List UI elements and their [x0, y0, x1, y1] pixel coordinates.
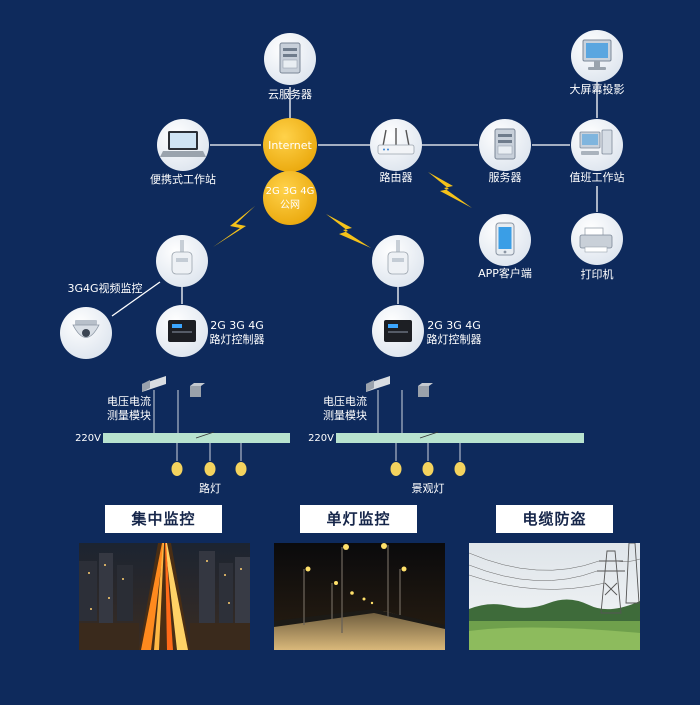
category-label-cable-theft: 电缆防盗 [496, 505, 613, 533]
lightning-bolts [213, 172, 472, 248]
router-label: 路由器 [380, 170, 413, 184]
printer-icon [579, 227, 613, 253]
antenna-right-node [372, 235, 424, 287]
controller-right-line2: 路灯控制器 [427, 332, 482, 346]
laptop-node: 便携式工作站 [150, 119, 216, 186]
router-node: 路由器 [370, 119, 422, 184]
big-screen-label: 大屏幕投影 [570, 82, 625, 96]
category-label-single-lamp: 单灯监控 [300, 505, 417, 533]
cloud-server-node: 云服务器 [264, 33, 316, 101]
measurement-module-line1: 电压电流 [107, 394, 151, 408]
big-screen-node: 大屏幕投影 [570, 30, 625, 96]
antenna-icon [387, 240, 409, 275]
photo-street-lights [274, 543, 445, 650]
lamp-label: 景观灯 [412, 482, 445, 495]
public-network-hub: 2G 3G 4G 公网 [263, 171, 317, 225]
voltage-label: 220V [308, 433, 334, 444]
server-node: 服务器 [479, 119, 531, 184]
bulb-icon [390, 462, 466, 476]
controller-right-line1: 2G 3G 4G [427, 319, 481, 332]
lamp-wires [176, 443, 242, 461]
antenna-icon [171, 240, 193, 275]
server-label: 服务器 [489, 171, 522, 184]
workstation-icon [579, 129, 613, 155]
app-client-label: APP客户端 [478, 266, 532, 280]
power-busbar [336, 433, 584, 443]
voltage-label: 220V [75, 433, 101, 444]
bolt-icon [428, 172, 472, 208]
public-network-line2: 公网 [280, 199, 300, 211]
category-label-centralized: 集中监控 [105, 505, 222, 533]
printer-label: 打印机 [581, 267, 614, 281]
circuit-landscape: 电压电流 测量模块 220V 景观灯 [308, 376, 584, 495]
monitor-icon [582, 39, 612, 70]
controller-left-line1: 2G 3G 4G [210, 319, 264, 332]
controller-right-node: 2G 3G 4G 路灯控制器 [372, 305, 482, 357]
measurement-module-line2: 测量模块 [107, 409, 151, 422]
duty-workstation-label: 值班工作站 [570, 170, 625, 184]
dome-camera-icon [72, 320, 100, 338]
bolt-icon [326, 214, 371, 248]
measurement-module-icon [142, 376, 166, 392]
server-icon [279, 42, 301, 74]
controller-icon [384, 320, 412, 342]
internet-hub: Internet [263, 118, 317, 172]
video-monitor-node: 3G4G视频监控 [67, 235, 208, 295]
bolt-icon [213, 206, 255, 247]
laptop-icon [160, 131, 206, 157]
router-icon [377, 128, 415, 155]
app-client-node: APP客户端 [478, 214, 532, 280]
laptop-label: 便携式工作站 [150, 172, 216, 186]
camera-node [60, 307, 112, 359]
measurement-module-line2: 测量模块 [323, 409, 367, 422]
phone-icon [495, 222, 515, 256]
line-antenna-camera [111, 281, 161, 317]
circuit-street: 电压电流 测量模块 220V 路灯 [75, 376, 290, 495]
public-network-line1: 2G 3G 4G [266, 186, 315, 197]
controller-icon [168, 320, 196, 342]
measurement-module-icon [366, 376, 390, 392]
connector-lines [111, 82, 598, 317]
video-monitor-label: 3G4G视频监控 [67, 281, 142, 295]
controller-left-line2: 路灯控制器 [210, 332, 265, 346]
lamp-wires [395, 443, 461, 461]
lamp-label: 路灯 [199, 482, 221, 495]
bulb-icon [171, 462, 247, 476]
photo-city-night [79, 543, 250, 650]
controller-left-node: 2G 3G 4G 路灯控制器 [156, 305, 265, 357]
server-icon [494, 128, 516, 160]
duty-workstation-node: 值班工作站 [570, 119, 625, 184]
controller-box-icon [190, 386, 201, 397]
photo-power-lines [469, 543, 640, 650]
printer-node: 打印机 [571, 213, 623, 281]
cloud-server-label: 云服务器 [268, 88, 312, 101]
controller-box-icon [418, 386, 429, 397]
internet-label: Internet [268, 139, 312, 152]
measurement-module-line1: 电压电流 [323, 394, 367, 408]
